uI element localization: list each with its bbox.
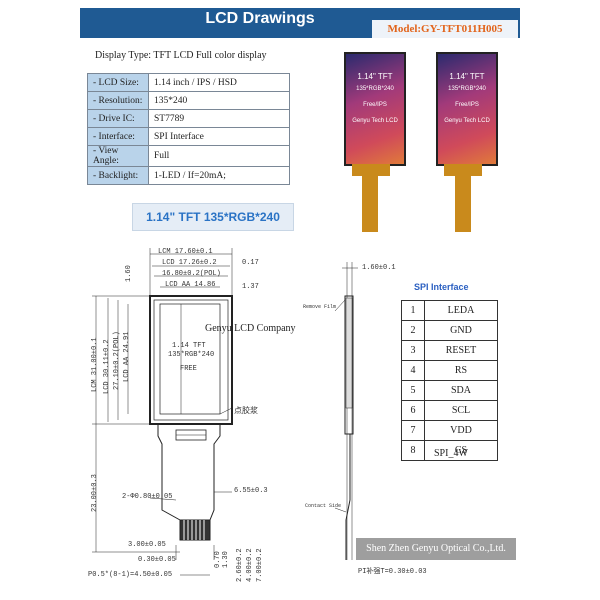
dim-137: 1.37 [242,283,259,291]
dim-lcd-height: LCD 30.11±0.2 [103,339,111,394]
photo-text: Genyu Tech LCD [444,118,490,124]
pin-signal: SDA [424,380,498,401]
pin-number: 8 [401,440,425,461]
spi-mode: SPI_4W [434,448,468,459]
screen-text: FREE [180,365,197,373]
photo-text: 135*RGB*240 [448,86,486,92]
pin-signal: RS [424,360,498,381]
fpc-tail [455,176,471,232]
lcd-photo-right: 1.14" TFT 135*RGB*240 Free/IPS Genyu Tec… [436,52,498,166]
photo-text: Genyu Tech LCD [352,118,398,124]
spec-row: - Drive IC:ST7789 [87,109,290,128]
dim-160-left: 1.60 [125,265,133,282]
fpc-tail [352,164,390,176]
dim-lcd-width: LCD 17.26±0.2 [162,259,217,267]
product-banner: 1.14" TFT 135*RGB*240 [132,203,294,231]
spec-value: 1.14 inch / IPS / HSD [148,73,290,92]
display-type: Display Type: TFT LCD Full color display [95,50,267,61]
fpc-tail [444,164,482,176]
dim-700: 7.00±0.2 [256,548,264,582]
dim-400: 4.00±0.2 [246,548,254,582]
spec-row: - LCD Size:1.14 inch / IPS / HSD [87,73,290,92]
dim-pitch: P0.5*(8-1)=4.50±0.05 [88,571,173,579]
screen-text: 135*RGB*240 [168,351,215,359]
photo-text: 1.14" TFT [449,72,485,81]
spi-title: SPI Interface [414,282,469,292]
pin-signal: GND [424,320,498,341]
pin-number: 3 [401,340,425,361]
pin-number: 1 [401,300,425,321]
spec-table: - LCD Size:1.14 inch / IPS / HSD - Resol… [87,73,290,185]
company-label: Genyu LCD Company [205,323,296,334]
remove-film-label: Remove Film [303,304,337,310]
dim-130: 1.30 [222,551,230,568]
pin-number: 5 [401,380,425,401]
dim-lcm-height: LCM 31.00±0.1 [91,337,99,392]
company-footer: Shen Zhen Genyu Optical Co.,Ltd. [356,538,516,560]
pin-number: 7 [401,420,425,441]
dim-aa-width: LCD AA 14.86 [165,281,216,289]
spec-value: ST7789 [148,109,290,128]
dim-pol-height: 27.10±0.2(POL) [113,331,121,390]
page-title: LCD Drawings [205,10,315,27]
photo-text: Free/IPS [363,102,387,108]
contact-side-label: Contact Side [305,503,342,509]
dim-260: 2.60±0.2 [236,548,244,582]
dim-side-160: 1.60±0.1 [362,264,396,272]
spec-key: - LCD Size: [87,73,149,92]
dim-aa-height: LCD AA 24.91 [123,331,131,382]
photo-text: 1.14" TFT [357,72,393,81]
dim-070: 0.70 [214,551,222,568]
dim-lcm-width: LCM 17.60±0.1 [158,248,213,256]
pin-number: 2 [401,320,425,341]
spec-value: 1-LED / If=20mA; [148,166,290,185]
dim-300: 3.00±0.05 [128,541,166,549]
glue-label: 点胶浆 [234,407,258,416]
spec-value: 135*240 [148,91,290,110]
pin-number: 4 [401,360,425,381]
screen-text: 1.14 TFT [172,342,206,350]
pi-stiffener-label: PI补强T=0.30±0.03 [358,568,427,576]
pin-signal: RESET [424,340,498,361]
pin-signal: LEDA [424,300,498,321]
spec-row: - Resolution:135*240 [87,91,290,110]
dim-pol-width: 16.80±0.2(POL) [162,270,221,278]
dim-017: 0.17 [242,259,259,267]
pin-signal: VDD [424,420,498,441]
dim-hole: 2-Φ0.80±0.05 [122,493,173,501]
photo-text: Free/IPS [455,102,479,108]
spec-row: - Backlight:1-LED / If=20mA; [87,166,290,185]
pin-signal: CS [424,440,498,461]
dim-655: 6.55±0.3 [234,487,268,495]
fpc-tail [362,176,378,232]
spec-key: - Resolution: [87,91,149,110]
pin-signal: SCL [424,400,498,421]
dim-030: 0.30±0.05 [138,556,176,564]
photo-text: 135*RGB*240 [356,86,394,92]
pin-number: 6 [401,400,425,421]
spec-key: - Backlight: [87,166,149,185]
dim-fpc-length: 23.00±0.3 [91,474,99,512]
model-label: Model:GY-TFT011H005 [372,20,518,38]
